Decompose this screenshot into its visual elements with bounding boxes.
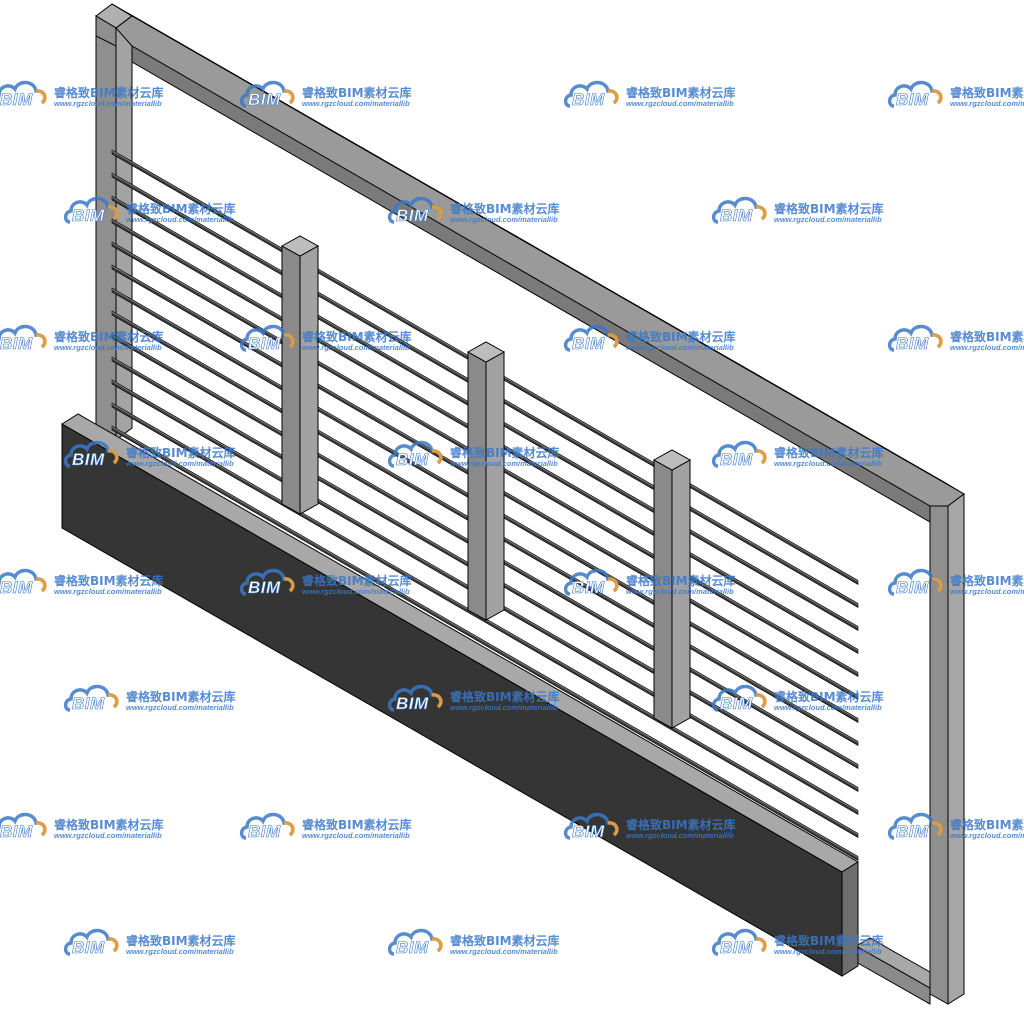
post-side <box>485 351 505 621</box>
base-beam <box>61 413 859 977</box>
post-face <box>467 351 487 621</box>
post-group <box>280 235 692 729</box>
post-face <box>653 459 673 729</box>
frame-top-rail-inner <box>131 45 931 523</box>
slat-highlight <box>111 426 859 858</box>
post-top <box>280 235 320 257</box>
frame-right-bar-face <box>929 505 949 1005</box>
frame-top-rail-face <box>95 15 117 47</box>
post-side <box>671 459 691 729</box>
post-top <box>652 449 692 471</box>
post-face <box>281 245 301 515</box>
post-top <box>466 341 506 363</box>
frame-right-bar-side <box>947 493 965 1005</box>
frame-bottom-rail-top <box>854 937 931 989</box>
frame-left-bar-face <box>95 15 117 441</box>
base-beam-top <box>61 413 859 873</box>
frame <box>95 3 965 1005</box>
base-beam-end <box>841 861 859 977</box>
post-side <box>299 245 319 515</box>
